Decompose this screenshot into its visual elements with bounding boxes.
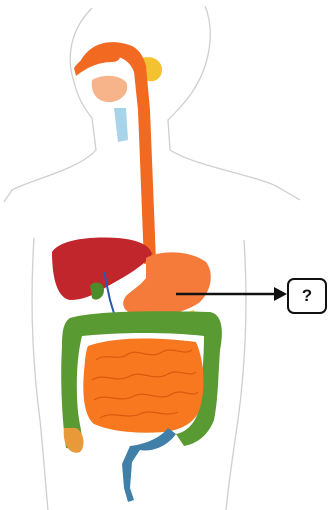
throat-light xyxy=(114,108,128,142)
question-label: ? xyxy=(287,278,327,314)
tongue xyxy=(92,76,127,102)
esophagus xyxy=(80,42,156,264)
small-intestine xyxy=(83,339,203,433)
upper-mouth xyxy=(74,51,120,76)
gallbladder xyxy=(90,283,104,300)
rectum xyxy=(122,428,176,502)
